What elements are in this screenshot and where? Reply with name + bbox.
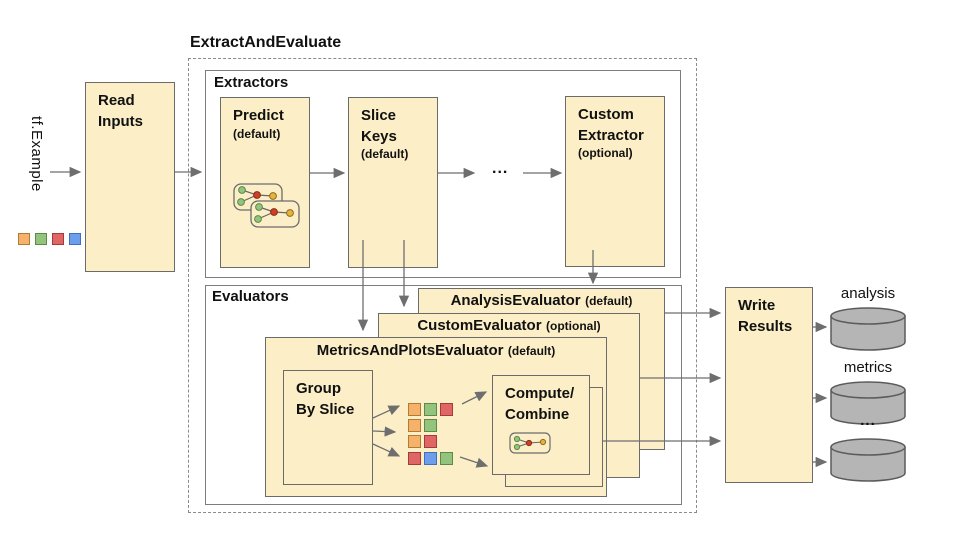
group-by-slice-label: Group: [296, 380, 341, 397]
color-square-green: [440, 452, 453, 465]
color-square-orange: [18, 233, 30, 245]
slice-row: [408, 419, 437, 432]
analysis-datastore-icon: [830, 307, 906, 351]
read-inputs-label: Read: [98, 92, 135, 109]
analysis-output-label: analysis: [840, 285, 896, 302]
custom-extractor-box: Custom Extractor (optional): [565, 96, 665, 267]
predict-label: Predict: [233, 107, 284, 124]
color-square-red: [52, 233, 64, 245]
color-square-orange: [408, 435, 421, 448]
color-square-green: [424, 403, 437, 416]
input-type-label: tf.Example: [28, 116, 45, 192]
color-square-red: [424, 435, 437, 448]
extractors-label: Extractors: [214, 74, 289, 91]
extract-and-evaluate-boundary: [188, 58, 697, 513]
slice-keys-label: Slice: [361, 107, 397, 124]
read-inputs-box: Read Inputs: [85, 82, 175, 272]
pipeline-title: ExtractAndEvaluate: [190, 34, 342, 51]
compute-combine-label: Compute/: [505, 385, 575, 402]
tf-example-squares: [18, 233, 81, 245]
metrics-datastore-icon: [830, 381, 906, 425]
custom-extractor-label: Custom: [578, 106, 634, 123]
color-square-red: [440, 403, 453, 416]
color-square-blue: [69, 233, 81, 245]
custom-evaluator-label: CustomEvaluator: [417, 317, 542, 334]
compute-combine-box: Compute/ Combine: [492, 375, 590, 475]
group-by-slice-box: Group By Slice: [283, 370, 373, 485]
color-square-green: [35, 233, 47, 245]
color-square-orange: [408, 419, 421, 432]
slice-row: [408, 435, 437, 448]
color-square-orange: [408, 403, 421, 416]
metrics-output-label: metrics: [843, 359, 893, 376]
predict-extractor-box: Predict (default): [220, 97, 310, 268]
write-results-box: Write Results: [725, 287, 813, 483]
more-extractors-ellipsis: ...: [492, 160, 509, 177]
more-outputs-ellipsis: ...: [860, 412, 876, 429]
predict-model-graph-icon: [233, 183, 300, 228]
color-square-blue: [424, 452, 437, 465]
evaluators-label: Evaluators: [212, 288, 289, 305]
extra-datastore-icon: [830, 438, 906, 482]
combine-graph-icon: [509, 432, 551, 454]
slice-keys-extractor-box: Slice Keys (default): [348, 97, 438, 268]
analysis-evaluator-label: AnalysisEvaluator: [450, 292, 581, 309]
color-square-red: [408, 452, 421, 465]
color-square-green: [424, 419, 437, 432]
write-results-label: Write: [738, 297, 776, 314]
metrics-and-plots-evaluator-label: MetricsAndPlotsEvaluator: [316, 342, 504, 359]
slice-row: [408, 452, 453, 465]
slice-row: [408, 403, 453, 416]
